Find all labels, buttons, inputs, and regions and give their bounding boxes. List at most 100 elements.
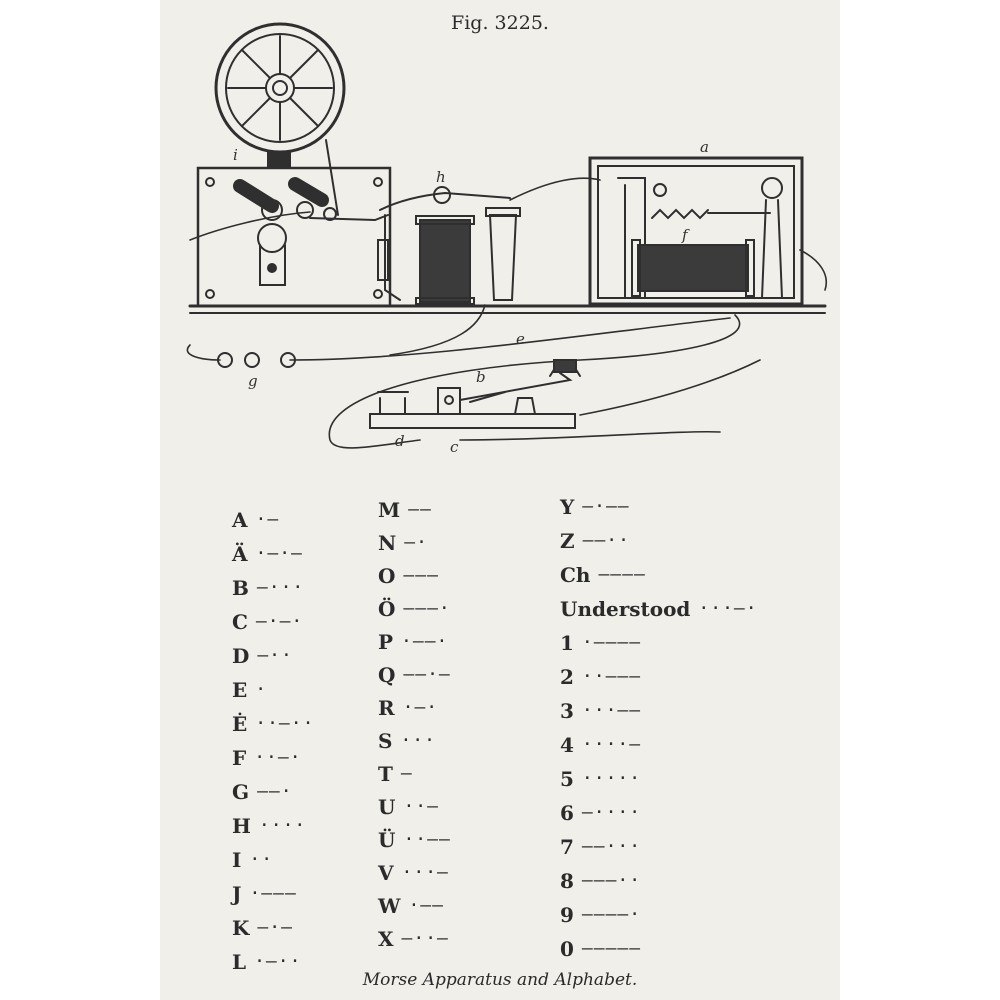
morse-code: ·———	[249, 882, 297, 904]
morse-code: —·——	[582, 495, 630, 517]
morse-character: Ö	[378, 596, 396, 621]
morse-entry: 1 ·————	[560, 626, 641, 658]
connecting-wires	[186, 177, 827, 449]
morse-character: Z	[560, 528, 575, 553]
morse-code: —	[400, 762, 413, 784]
morse-code: ——···	[581, 835, 642, 857]
figure-title: Fig. 3225.	[451, 12, 549, 34]
morse-character: Ė	[232, 711, 248, 736]
morse-entry: 5 ·····	[560, 762, 641, 794]
morse-character: Understood	[560, 596, 691, 621]
morse-character: T	[378, 761, 393, 786]
register-mechanism	[196, 166, 392, 308]
binding-posts	[217, 352, 296, 368]
morse-apparatus-illustration: a b c d e f g h i	[186, 22, 827, 456]
morse-character: A	[232, 507, 248, 532]
morse-entry: J ·———	[232, 877, 297, 909]
morse-entry: 9 ————·	[560, 898, 641, 930]
morse-character: C	[232, 609, 248, 634]
morse-character: G	[232, 779, 250, 804]
morse-character: H	[232, 813, 251, 838]
label-h: h	[436, 168, 446, 186]
morse-character: 1	[560, 630, 574, 655]
morse-entry: 8———··	[560, 864, 641, 896]
label-a: a	[700, 138, 709, 156]
morse-character: 6	[560, 800, 574, 825]
morse-entry: 7 ——···	[560, 830, 641, 862]
electromagnet	[415, 207, 521, 305]
morse-character: X	[378, 926, 394, 951]
morse-code: ——·—	[403, 663, 451, 685]
morse-entry: Q——·—	[378, 658, 451, 690]
morse-entry: 3···——	[560, 694, 641, 726]
morse-code: ··—·	[254, 746, 302, 768]
morse-character: Ü	[378, 827, 396, 852]
morse-entry: K —·—	[232, 911, 293, 943]
morse-entry: Ä ·—·—	[232, 537, 303, 569]
morse-code: —·—·	[255, 610, 304, 632]
morse-character: 2	[560, 664, 574, 689]
morse-entry: A·—	[232, 503, 279, 535]
morse-character: 7	[560, 834, 574, 859]
morse-entry: 0—————	[560, 932, 641, 964]
morse-code: ·————	[581, 631, 642, 653]
morse-character: W	[378, 893, 401, 918]
morse-code: ———·	[403, 597, 451, 619]
morse-entry: U··—	[378, 790, 439, 822]
morse-code: ·—·	[402, 696, 439, 718]
morse-character: Ä	[232, 541, 248, 566]
morse-character: 0	[560, 936, 574, 961]
morse-character: K	[232, 915, 250, 940]
morse-character: P	[378, 629, 394, 654]
morse-character: O	[378, 563, 396, 588]
relay	[588, 156, 804, 306]
morse-entry: D—··	[232, 639, 293, 671]
morse-code: ————·	[581, 903, 642, 925]
paper-reel	[214, 22, 346, 216]
morse-code: ·——	[408, 894, 444, 916]
label-c: c	[450, 438, 459, 456]
morse-character: J	[232, 881, 242, 906]
morse-character: L	[232, 949, 247, 974]
morse-character: 5	[560, 766, 574, 791]
morse-code: ·····	[581, 767, 642, 789]
morse-code: ———··	[581, 869, 642, 891]
morse-character: 4	[560, 732, 574, 757]
morse-character: Ch	[560, 562, 591, 587]
morse-entry: C —·—·	[232, 605, 303, 637]
morse-code: ·	[255, 678, 268, 700]
morse-entry: Understood···—·	[560, 592, 758, 624]
morse-code: —·—	[257, 916, 293, 938]
morse-code: —··—	[401, 927, 449, 949]
label-g: g	[248, 372, 258, 390]
morse-entry: Ch ————	[560, 558, 646, 590]
morse-character: 9	[560, 902, 574, 927]
morse-entry: H····	[232, 809, 306, 841]
morse-character: S	[378, 728, 393, 753]
morse-code: —···	[256, 576, 305, 598]
morse-entry: M ——	[378, 493, 432, 525]
morse-code: ···	[400, 729, 436, 751]
morse-code: —··	[257, 644, 293, 666]
morse-entry: T—	[378, 757, 413, 789]
morse-code: ··———	[581, 665, 642, 687]
morse-code: ·—·—	[255, 542, 303, 564]
figure-caption: Morse Apparatus and Alphabet.	[362, 970, 638, 990]
label-i: i	[233, 146, 238, 164]
morse-code: ·——·	[401, 630, 449, 652]
morse-code: ——	[408, 498, 432, 520]
morse-character: F	[232, 745, 247, 770]
morse-character: M	[378, 497, 401, 522]
morse-code: ··—··	[255, 712, 315, 734]
morse-entry: Z ——··	[560, 524, 630, 556]
morse-entry: F ··—·	[232, 741, 302, 773]
morse-character: U	[378, 794, 396, 819]
morse-character: B	[232, 575, 249, 600]
engraving-plate: Fig. 3225.	[160, 0, 840, 1000]
morse-code: ——··	[582, 529, 630, 551]
morse-entry: P ·——·	[378, 625, 448, 657]
morse-code: ————	[598, 563, 646, 585]
armature-lever	[377, 186, 511, 301]
morse-entry: X —··—	[378, 922, 449, 954]
morse-entry: O———	[378, 559, 439, 591]
